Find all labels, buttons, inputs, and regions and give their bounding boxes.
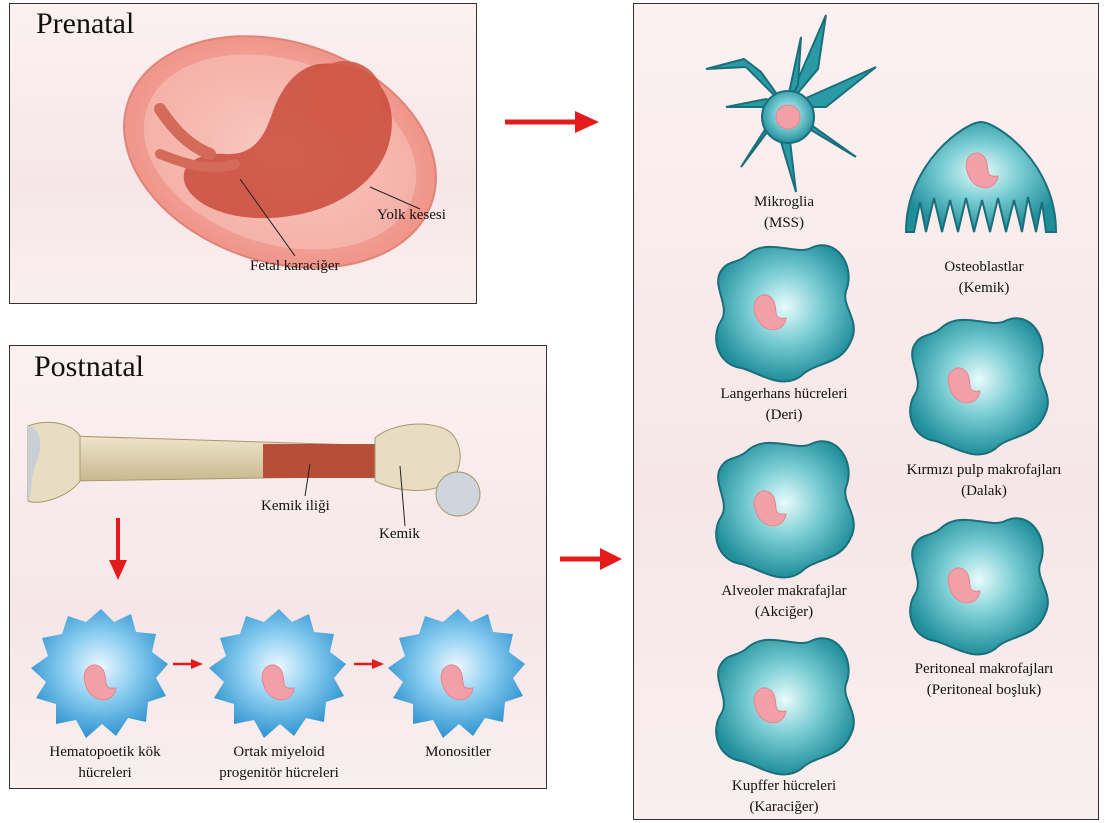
myeloid-progenitor-label-line2: progenitör hücreleri	[199, 763, 359, 784]
langerhans-label-line2: (Deri)	[699, 405, 869, 426]
peritoneal-label: Peritoneal makrofajları (Peritoneal boşl…	[889, 659, 1079, 701]
fetus-illustration	[10, 4, 478, 305]
red-pulp-shape	[900, 309, 1060, 459]
alveolar-label: Alveoler makrafajlar (Akciğer)	[699, 581, 869, 623]
red-pulp-label-line1: Kırmızı pulp makrofajları	[884, 460, 1084, 481]
kupffer-shape	[706, 629, 866, 779]
alveolar-label-line1: Alveoler makrafajlar	[699, 581, 869, 602]
bone-marrow-label: Kemik iliği	[261, 496, 330, 517]
alveolar-shape	[706, 432, 866, 582]
langerhans-label: Langerhans hücreleri (Deri)	[699, 384, 869, 426]
osteoblast-label-line2: (Kemik)	[909, 278, 1059, 299]
langerhans-shape	[706, 236, 866, 386]
peritoneal-label-line2: (Peritoneal boşluk)	[889, 680, 1079, 701]
kupffer-label-line1: Kupffer hücreleri	[699, 776, 869, 797]
arrow-prenatal-to-macrophages	[505, 107, 605, 137]
microglia-label: Mikroglia (MSS)	[714, 192, 854, 234]
red-pulp-label-line2: (Dalak)	[884, 481, 1084, 502]
myeloid-progenitor-label-line1: Ortak miyeloid	[199, 742, 359, 763]
peritoneal-shape	[900, 509, 1060, 659]
stem-cell-shape	[26, 604, 176, 744]
myeloid-progenitor-shape	[204, 604, 354, 744]
langerhans-label-line1: Langerhans hücreleri	[699, 384, 869, 405]
microglia-shape	[686, 7, 886, 197]
monocyte-label: Monositler	[388, 742, 528, 763]
kupffer-label: Kupffer hücreleri (Karaciğer)	[699, 776, 869, 818]
yolk-sac-label: Yolk kesesi	[377, 205, 446, 226]
peritoneal-label-line1: Peritoneal makrofajları	[889, 659, 1079, 680]
osteoblast-label-line1: Osteoblastlar	[909, 257, 1059, 278]
microglia-label-line1: Mikroglia	[714, 192, 854, 213]
arrow-postnatal-to-macrophages	[560, 544, 630, 574]
stem-cell-label: Hematopoetik kök hücreleri	[30, 742, 180, 784]
bone-label: Kemik	[379, 524, 420, 545]
osteoblast-shape	[896, 112, 1066, 252]
myeloid-progenitor-label: Ortak miyeloid progenitör hücreleri	[199, 742, 359, 784]
macrophage-panel: Mikroglia (MSS) Osteoblastlar (Kemik) La…	[633, 3, 1099, 820]
red-pulp-label: Kırmızı pulp makrofajları (Dalak)	[884, 460, 1084, 502]
kupffer-label-line2: (Karaciğer)	[699, 797, 869, 818]
osteoblast-label: Osteoblastlar (Kemik)	[909, 257, 1059, 299]
alveolar-label-line2: (Akciğer)	[699, 602, 869, 623]
prenatal-panel: Prenatal Yolk kesesi Fetal karaciğer	[9, 3, 477, 304]
monocyte-label-line1: Monositler	[388, 742, 528, 763]
microglia-label-line2: (MSS)	[714, 213, 854, 234]
fetal-liver-label: Fetal karaciğer	[250, 256, 340, 277]
postnatal-panel: Postnatal Kemik iliği Kemik	[9, 345, 547, 789]
stem-cell-label-line1: Hematopoetik kök	[30, 742, 180, 763]
stem-cell-label-line2: hücreleri	[30, 763, 180, 784]
monocyte-shape	[383, 604, 533, 744]
